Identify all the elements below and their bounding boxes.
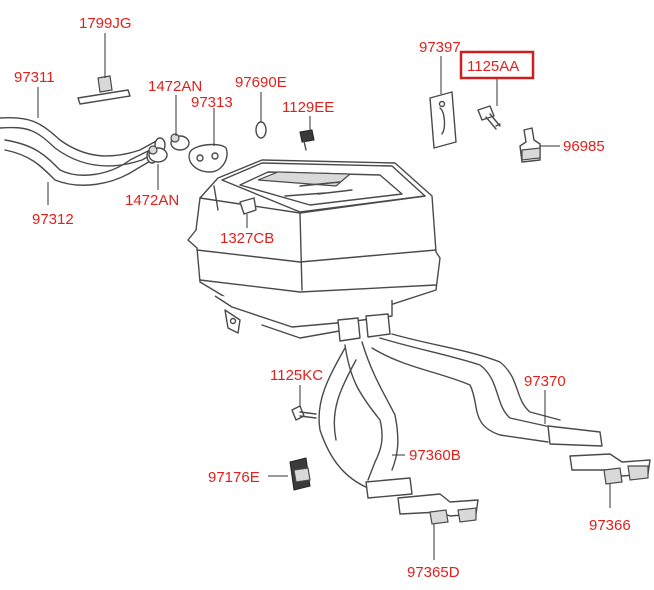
label-1125aa[interactable]: 1125AA xyxy=(467,58,519,75)
label-97366[interactable]: 97366 xyxy=(589,517,631,534)
label-97690e[interactable]: 97690E xyxy=(235,74,287,91)
label-97176e[interactable]: 97176E xyxy=(208,469,260,486)
label-97312[interactable]: 97312 xyxy=(32,211,74,228)
hose-clamp-1472an-top xyxy=(170,133,190,151)
label-97311[interactable]: 97311 xyxy=(14,69,55,86)
duct-97366 xyxy=(569,453,651,485)
pipe-97311 xyxy=(0,116,166,167)
label-97397[interactable]: 97397 xyxy=(419,39,461,56)
grommet-97313 xyxy=(188,143,228,173)
bracket-97397 xyxy=(429,91,457,149)
connector-97176e xyxy=(289,457,311,491)
clamp-1799jg xyxy=(77,75,131,105)
hose-clamp-1472an-bottom xyxy=(148,145,168,163)
part-labels: 1799JG 97311 1472AN 97313 97690E 1129EE … xyxy=(14,15,631,581)
duct-97360b xyxy=(318,341,413,499)
label-96985[interactable]: 96985 xyxy=(563,138,605,155)
clip-1327cb xyxy=(213,185,257,215)
bolt-1125kc xyxy=(291,405,317,421)
label-1799jg[interactable]: 1799JG xyxy=(79,15,132,32)
o-ring-97690e xyxy=(255,121,267,139)
label-1472an-top[interactable]: 1472AN xyxy=(148,78,202,95)
label-1472an-bottom[interactable]: 1472AN xyxy=(125,192,179,209)
leader-lines xyxy=(37,33,611,560)
label-1327cb[interactable]: 1327CB xyxy=(220,230,274,247)
label-97365d[interactable]: 97365D xyxy=(407,564,460,581)
screw-1129ee xyxy=(299,129,315,151)
label-97370[interactable]: 97370 xyxy=(524,373,566,390)
label-1129ee[interactable]: 1129EE xyxy=(282,99,334,116)
bolt-1125aa xyxy=(477,105,501,130)
label-97313[interactable]: 97313 xyxy=(191,94,233,111)
label-1125kc[interactable]: 1125KC xyxy=(270,367,323,384)
duct-97370 xyxy=(371,333,603,447)
label-97360b[interactable]: 97360B xyxy=(409,447,461,464)
duct-97365d xyxy=(397,493,479,525)
highlight-box-1125aa xyxy=(459,50,535,80)
heater-unit xyxy=(187,159,441,342)
sensor-96985 xyxy=(519,127,541,163)
